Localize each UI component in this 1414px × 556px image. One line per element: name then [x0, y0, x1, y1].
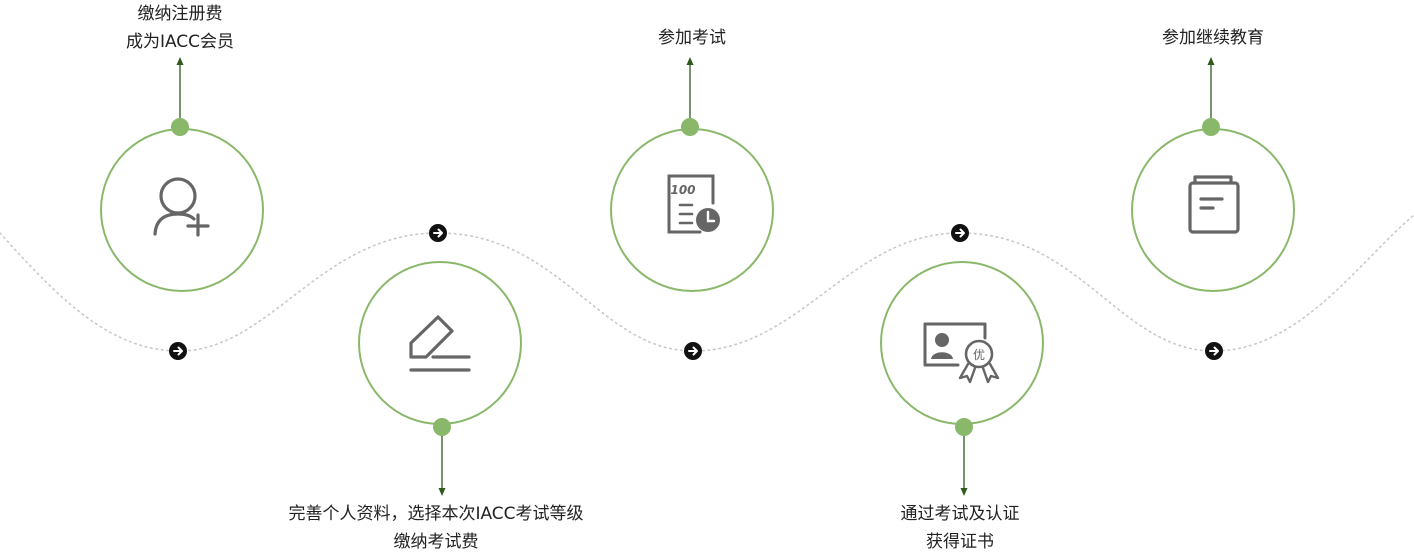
arrow-right-circle-icon	[1205, 342, 1223, 360]
step-3-ring	[610, 128, 774, 292]
step-4-label-line-2: 获得证书	[926, 532, 994, 552]
step-5-label-line-1: 参加继续教育	[1162, 28, 1264, 48]
step-4-anchor-dot	[955, 418, 973, 436]
step-3-arrowhead	[686, 57, 694, 65]
step-2	[358, 261, 522, 496]
exam-paper-icon: 100	[667, 174, 720, 234]
step-1-ring	[100, 128, 264, 292]
step-1-arrowhead	[176, 57, 184, 65]
step-1-label: 缴纳注册费 成为IACC会员	[0, 0, 390, 56]
step-2-anchor-dot	[433, 418, 451, 436]
step-3-label-line-1: 参加考试	[658, 28, 726, 48]
step-2-label-line-2: 缴纳考试费	[393, 532, 479, 552]
step-4-arrowhead	[960, 488, 968, 496]
step-1-anchor-dot	[171, 118, 189, 136]
wavy-dotted-path	[0, 214, 1414, 352]
arrow-right-circle-icon	[169, 342, 187, 360]
step-4-label-line-1: 通过考试及认证	[900, 504, 1020, 524]
notebook-icon	[1188, 175, 1240, 234]
step-4-ring	[880, 261, 1044, 425]
step-5	[1131, 57, 1295, 292]
edit-form-icon	[409, 315, 471, 372]
step-4: 优	[880, 261, 1044, 496]
step-1	[100, 57, 264, 292]
certificate-badge-text: 优	[973, 348, 985, 362]
certificate-icon: 优	[923, 322, 1000, 384]
step-5-ring	[1131, 128, 1295, 292]
add-user-icon	[153, 177, 210, 237]
step-2-arrowhead	[438, 488, 446, 496]
step-5-anchor-dot	[1202, 118, 1220, 136]
step-1-label-line-1: 缴纳注册费	[137, 4, 223, 24]
arrow-right-circle-icon	[951, 224, 969, 242]
step-5-arrowhead	[1207, 57, 1215, 65]
arrow-right-circle-icon	[684, 342, 702, 360]
path-nav-markers	[169, 224, 1223, 360]
step-3-label: 参加考试	[482, 24, 902, 52]
step-2-label: 完善个人资料，选择本次IACC考试等级 缴纳考试费	[226, 500, 646, 556]
step-3-anchor-dot	[681, 118, 699, 136]
step-3: 100	[610, 57, 774, 292]
step-2-label-line-1: 完善个人资料，选择本次IACC考试等级	[288, 504, 584, 524]
arrow-right-circle-icon	[429, 224, 447, 242]
step-5-label: 参加继续教育	[1003, 24, 1414, 52]
step-1-label-line-2: 成为IACC会员	[125, 32, 235, 52]
step-4-label: 通过考试及认证 获得证书	[750, 500, 1170, 556]
exam-score-text: 100	[670, 183, 695, 197]
